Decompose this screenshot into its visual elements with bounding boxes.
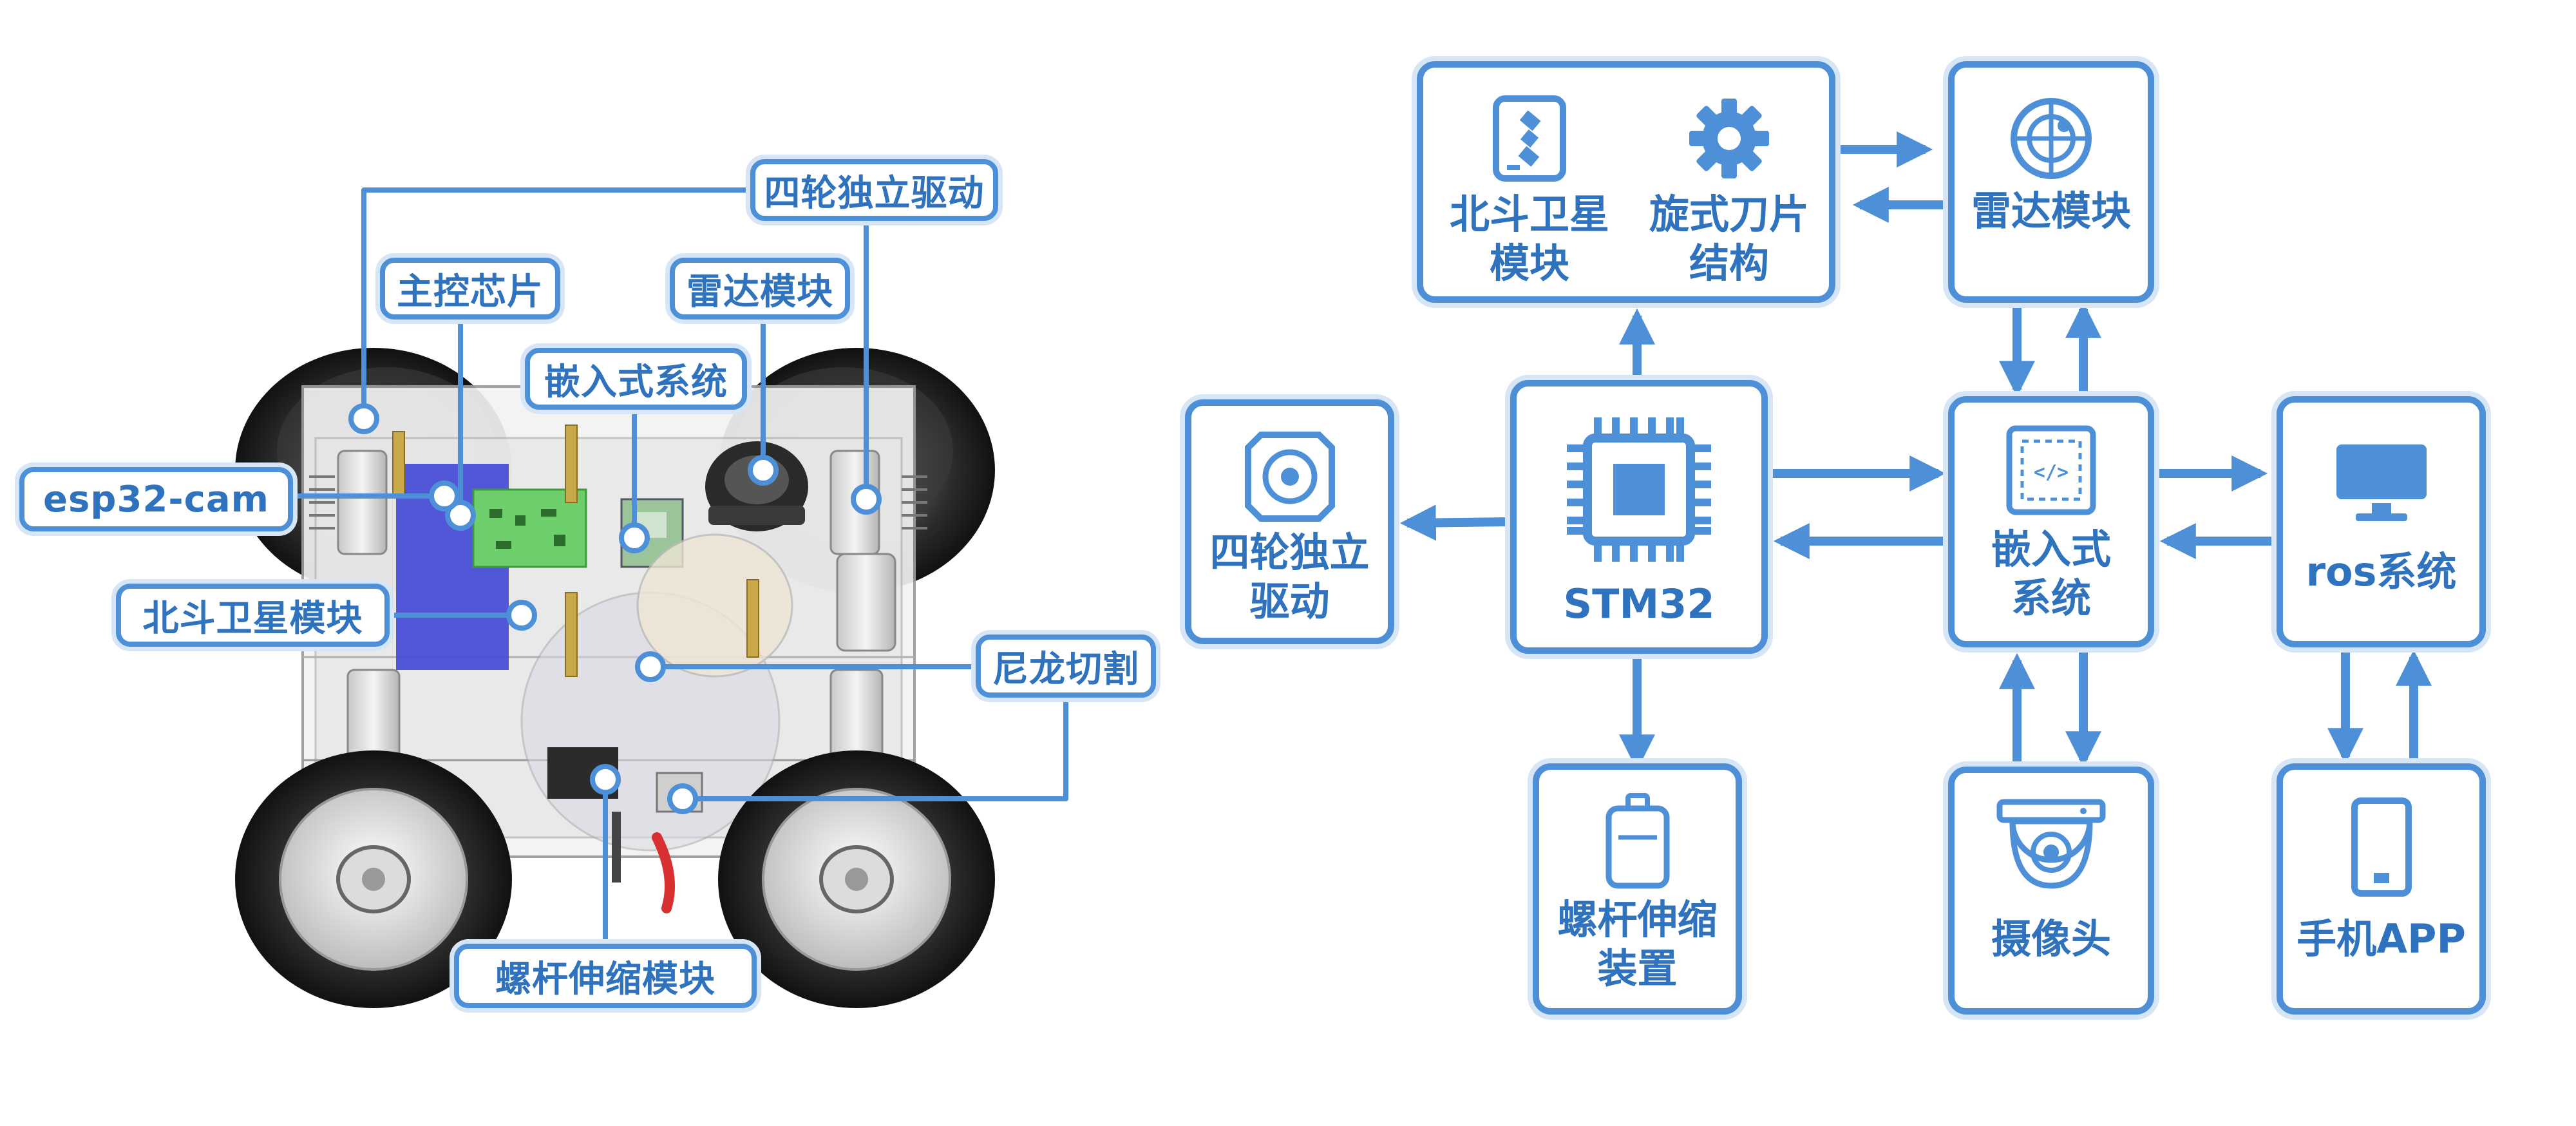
node-phone-app: 手机APP (2277, 763, 2486, 1015)
cpu-chip-icon (1562, 412, 1716, 569)
gear-icon (1684, 93, 1774, 186)
code-board-icon: </> (2003, 422, 2099, 521)
node-label-radar: 雷达模块 (1971, 187, 2131, 234)
node-stm32: STM32 (1510, 380, 1768, 654)
node-embedded-system: </> 嵌入式 系统 (1948, 396, 2154, 647)
callout-esp32-cam: esp32-cam (19, 467, 293, 531)
node-label-beidou: 北斗卫星 模块 (1449, 191, 1609, 287)
callout-embedded-system: 嵌入式系统 (525, 348, 747, 410)
camera-icon (1993, 796, 2109, 895)
callout-anchor-dots (348, 403, 882, 814)
node-radar-module: 雷达模块 (1948, 61, 2154, 303)
red-wire (652, 832, 675, 913)
node-camera: 摄像头 (1948, 767, 2154, 1015)
node-ros-system: ros系统 (2277, 396, 2486, 647)
node-screw-device: 螺杆伸缩 装置 (1533, 763, 1742, 1015)
callout-screw-module: 螺杆伸缩模块 (454, 944, 757, 1008)
callout-nylon-cutting: 尼龙切割 (976, 635, 1156, 698)
node-label-phone: 手机APP (2297, 915, 2466, 962)
battery-icon (1602, 792, 1673, 892)
node-label-blade: 旋式刀片 结构 (1649, 191, 1809, 287)
robot-illustration (235, 348, 995, 1008)
callout-beidou-module: 北斗卫星模块 (116, 584, 390, 647)
node-label-embedded: 嵌入式 系统 (1991, 526, 2111, 622)
node-label-drive: 四轮独立 驱动 (1209, 529, 1370, 625)
node-label-screw: 螺杆伸缩 装置 (1557, 896, 1718, 992)
callout-main-chip: 主控芯片 (380, 258, 560, 320)
block-diagram-arrows (1399, 131, 2432, 773)
callout-radar-module: 雷达模块 (670, 258, 850, 320)
monitor-icon (2333, 441, 2430, 528)
node-beidou-blade: 北斗卫星 模块 旋式刀片 结构 (1417, 61, 1835, 303)
callout-four-wheel-drive: 四轮独立驱动 (750, 159, 998, 221)
radar-icon (2006, 93, 2096, 186)
node-label-camera: 摄像头 (1991, 915, 2111, 962)
motor-icon (1242, 428, 1338, 528)
node-label-stm32: STM32 (1563, 580, 1715, 627)
node-label-ros: ros系统 (2306, 548, 2457, 595)
svg-text:</>: </> (2034, 461, 2069, 484)
satellite-icon (1491, 93, 1568, 186)
phone-icon (2349, 796, 2414, 901)
node-four-wheel-drive: 四轮独立 驱动 (1185, 399, 1394, 644)
